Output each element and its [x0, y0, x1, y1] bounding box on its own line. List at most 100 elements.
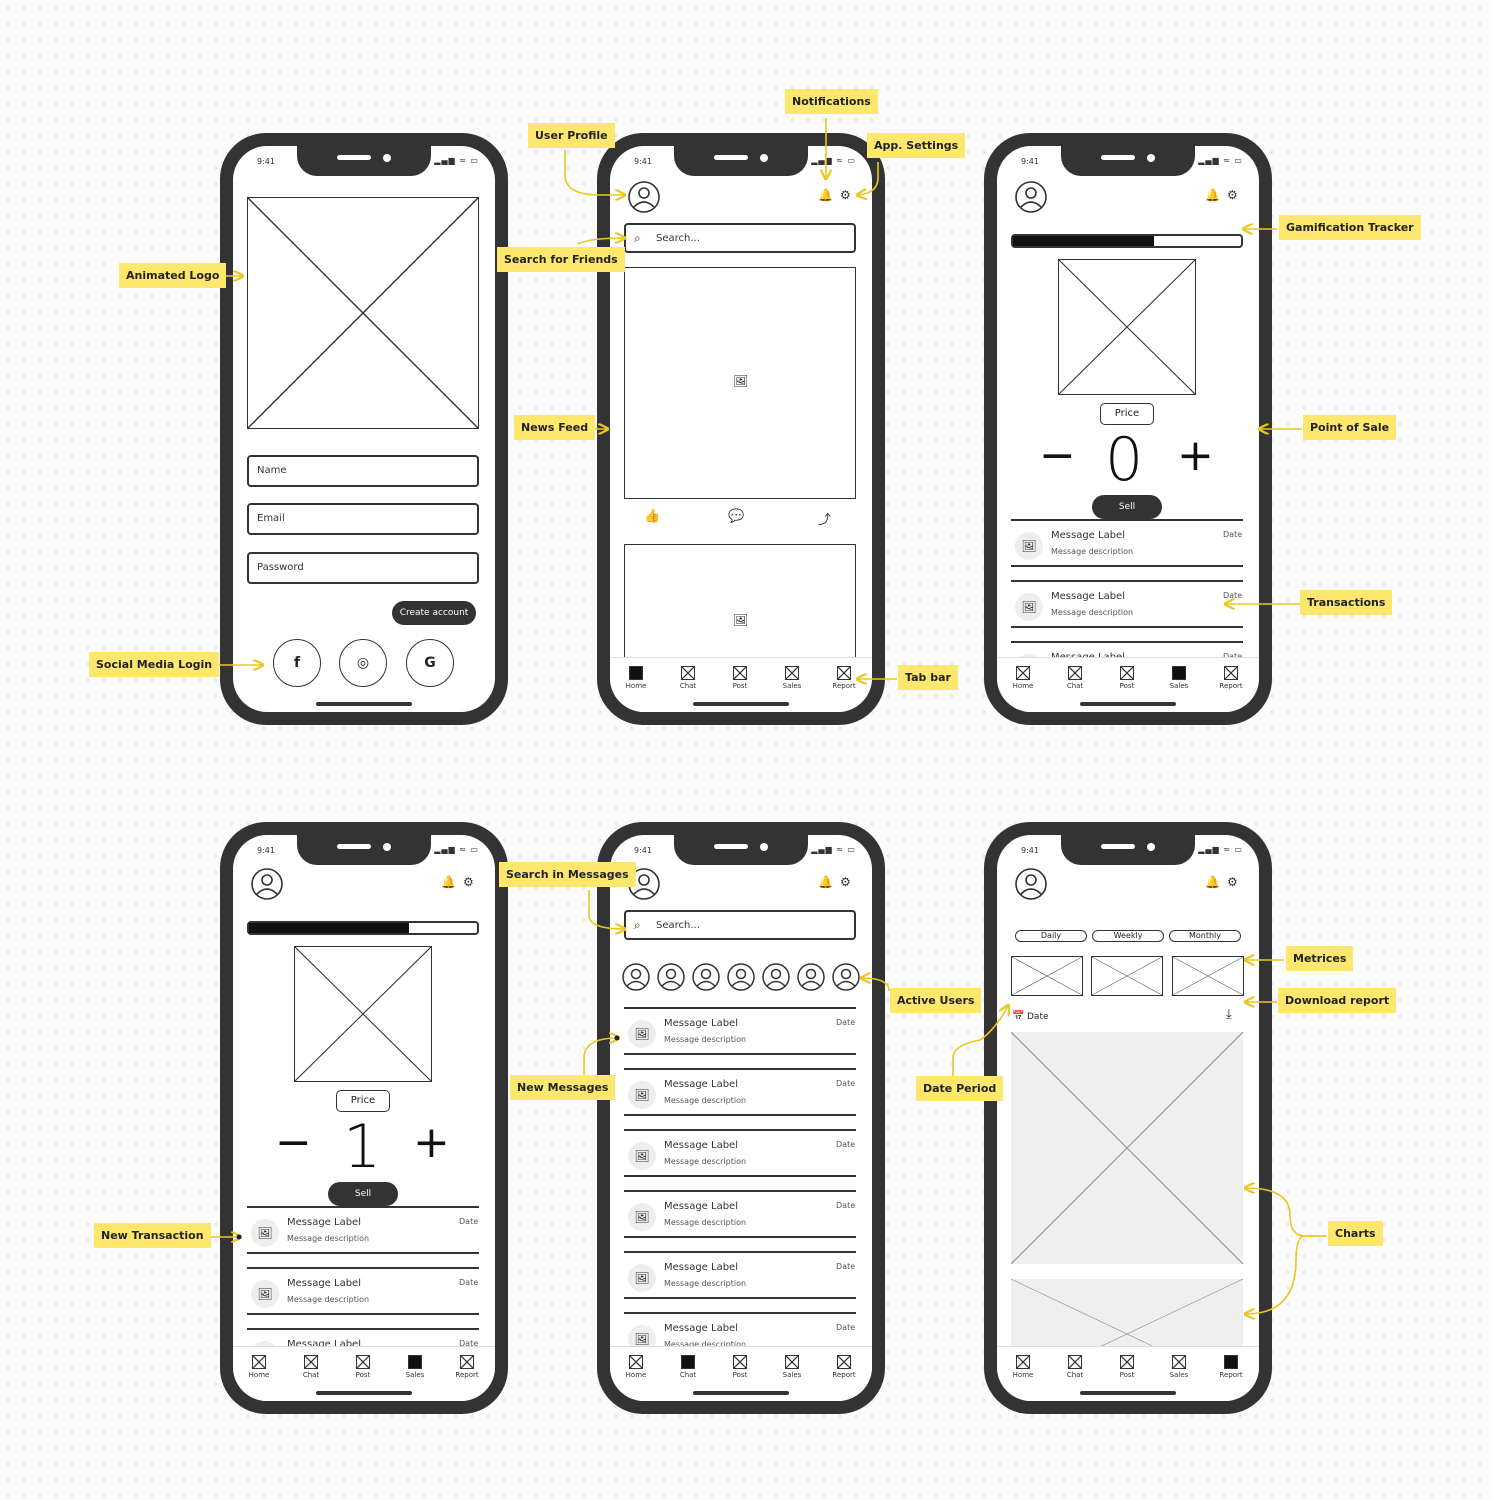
bell-icon[interactable]: 🔔: [441, 875, 456, 889]
user-profile-icon[interactable]: [1015, 868, 1047, 900]
google-login-button[interactable]: G: [406, 639, 454, 687]
annotation-notifications: Notifications: [785, 89, 878, 114]
tab-sales[interactable]: Sales: [1159, 1355, 1199, 1379]
tab-report[interactable]: Report: [1211, 666, 1251, 690]
tab-post[interactable]: Post: [720, 666, 760, 690]
active-user-avatar[interactable]: [727, 963, 755, 991]
product-image: [1058, 259, 1196, 395]
gear-icon[interactable]: ⚙: [463, 875, 474, 889]
gear-icon[interactable]: ⚙: [840, 188, 851, 202]
tab-chat[interactable]: Chat: [291, 1355, 331, 1379]
facebook-login-button[interactable]: f: [273, 639, 321, 687]
comment-icon[interactable]: 💬: [728, 509, 745, 524]
tab-chat[interactable]: Chat: [668, 1355, 708, 1379]
message-label[interactable]: Message Label: [664, 1018, 738, 1029]
status-time: 9:41: [634, 846, 652, 855]
decrement-button[interactable]: −: [1039, 430, 1076, 481]
tab-post[interactable]: Post: [343, 1355, 383, 1379]
bell-icon[interactable]: 🔔: [1205, 875, 1220, 889]
message-label[interactable]: Message Label: [664, 1079, 738, 1090]
message-date: Date: [1223, 530, 1243, 539]
tab-chat[interactable]: Chat: [1055, 666, 1095, 690]
message-label[interactable]: Message Label: [287, 1217, 361, 1228]
tab-sales[interactable]: Sales: [772, 666, 812, 690]
message-description: Message description: [664, 1340, 747, 1349]
active-user-avatar[interactable]: [692, 963, 720, 991]
friends-search-input[interactable]: ⌕ Search...: [624, 223, 856, 253]
tab-home[interactable]: Home: [616, 666, 656, 690]
tab-post[interactable]: Post: [1107, 666, 1147, 690]
feed-post-image[interactable]: 🖼: [624, 267, 856, 499]
calendar-icon[interactable]: 📅: [1012, 1011, 1025, 1022]
create-account-button[interactable]: Create account: [392, 601, 476, 625]
message-label[interactable]: Message Label: [664, 1323, 738, 1334]
bell-icon[interactable]: 🔔: [1205, 188, 1220, 202]
tab-chat[interactable]: Chat: [1055, 1355, 1095, 1379]
tab-post[interactable]: Post: [1107, 1355, 1147, 1379]
tab-post[interactable]: Post: [720, 1355, 760, 1379]
tab-report[interactable]: Report: [1211, 1355, 1251, 1379]
annotation-app-settings: App. Settings: [867, 133, 966, 158]
tab-icon: [356, 1355, 370, 1369]
tab-sales[interactable]: Sales: [395, 1355, 435, 1379]
tab-home[interactable]: Home: [616, 1355, 656, 1379]
tab-label: Sales: [782, 1371, 802, 1379]
period-weekly-tab[interactable]: Weekly: [1092, 930, 1164, 942]
active-user-avatar[interactable]: [657, 963, 685, 991]
annotation-new-transaction: New Transaction: [94, 1223, 211, 1248]
gear-icon[interactable]: ⚙: [1227, 875, 1238, 889]
message-description: Message description: [1051, 608, 1134, 617]
annotation-user-profile: User Profile: [528, 123, 615, 148]
tab-chat[interactable]: Chat: [668, 666, 708, 690]
active-user-avatar[interactable]: [832, 963, 860, 991]
tab-report[interactable]: Report: [447, 1355, 487, 1379]
user-profile-icon[interactable]: [1015, 181, 1047, 213]
message-description: Message description: [664, 1279, 747, 1288]
list-divider: [247, 1206, 479, 1208]
tab-sales[interactable]: Sales: [1159, 666, 1199, 690]
email-field[interactable]: Email: [247, 503, 479, 535]
tab-label: Home: [625, 1371, 647, 1379]
tab-icon: [629, 1355, 643, 1369]
active-user-avatar[interactable]: [797, 963, 825, 991]
increment-button[interactable]: +: [1177, 430, 1214, 481]
tab-home[interactable]: Home: [239, 1355, 279, 1379]
download-icon[interactable]: ⤓: [1226, 1007, 1232, 1022]
tab-label: Post: [1119, 1371, 1135, 1379]
period-monthly-tab[interactable]: Monthly: [1169, 930, 1241, 942]
instagram-login-button[interactable]: ◎: [339, 639, 387, 687]
bell-icon[interactable]: 🔔: [818, 188, 833, 202]
like-icon[interactable]: 👍: [644, 509, 661, 524]
period-daily-tab[interactable]: Daily: [1015, 930, 1087, 942]
gear-icon[interactable]: ⚙: [1227, 188, 1238, 202]
message-label[interactable]: Message Label: [664, 1140, 738, 1151]
active-user-avatar[interactable]: [762, 963, 790, 991]
message-label[interactable]: Message Label: [1051, 591, 1125, 602]
image-icon: 🖼: [251, 1219, 279, 1247]
message-label[interactable]: Message Label: [287, 1339, 361, 1350]
tracker-fill: [1013, 236, 1155, 246]
message-label[interactable]: Message Label: [1051, 530, 1125, 541]
gear-icon[interactable]: ⚙: [840, 875, 851, 889]
tab-home[interactable]: Home: [1003, 666, 1043, 690]
product-image: [294, 946, 432, 1082]
sell-button[interactable]: Sell: [328, 1182, 398, 1206]
sell-button[interactable]: Sell: [1092, 495, 1162, 519]
active-user-avatar[interactable]: [622, 963, 650, 991]
user-profile-icon[interactable]: [628, 181, 660, 213]
tab-report[interactable]: Report: [824, 666, 864, 690]
share-icon[interactable]: ⤴: [818, 513, 832, 528]
message-label[interactable]: Message Label: [664, 1201, 738, 1212]
bell-icon[interactable]: 🔔: [818, 875, 833, 889]
decrement-button[interactable]: −: [275, 1117, 312, 1168]
tab-report[interactable]: Report: [824, 1355, 864, 1379]
name-field[interactable]: Name: [247, 455, 479, 487]
increment-button[interactable]: +: [413, 1117, 450, 1168]
message-label[interactable]: Message Label: [287, 1278, 361, 1289]
tab-sales[interactable]: Sales: [772, 1355, 812, 1379]
user-profile-icon[interactable]: [251, 868, 283, 900]
message-label[interactable]: Message Label: [664, 1262, 738, 1273]
password-field[interactable]: Password: [247, 552, 479, 584]
date-period-label[interactable]: Date: [1027, 1012, 1049, 1022]
tab-home[interactable]: Home: [1003, 1355, 1043, 1379]
